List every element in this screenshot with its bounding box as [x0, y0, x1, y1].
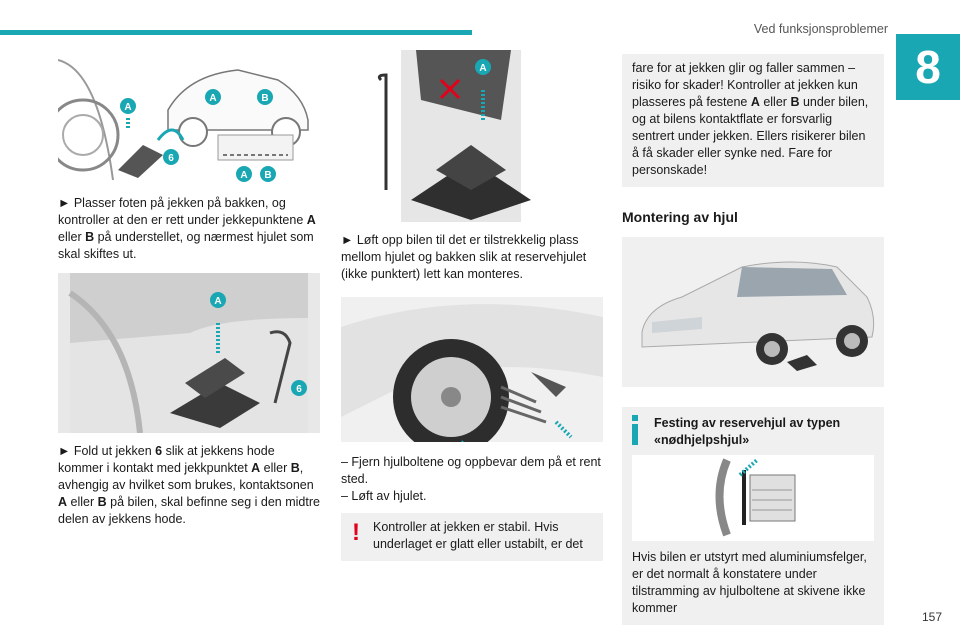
warning-icon: ! [352, 519, 360, 546]
page-number: 157 [921, 610, 942, 624]
svg-text:6: 6 [168, 153, 174, 164]
info-icon [632, 415, 638, 445]
wheel-bolt-illustration [632, 455, 874, 541]
section-title: Ved funksjonsproblemer [753, 22, 888, 36]
car-on-jack-illustration [622, 237, 884, 387]
svg-text:B: B [264, 170, 271, 181]
column-2: A ► Løft opp bilen til det er tilstrekke… [341, 50, 603, 561]
svg-text:A: A [209, 93, 216, 104]
jack-unfold-illustration: A 6 [68, 273, 308, 433]
info-box-spare-wheel: Festing av reservehjul av typen «nødhjel… [622, 407, 884, 625]
figure-car-on-jack [622, 237, 884, 387]
lift-car-illustration: A [377, 50, 531, 222]
instruction-remove-bolts: – Fjern hjulboltene og oppbevar dem på e… [341, 455, 601, 486]
label-six-2: 6 [291, 380, 307, 396]
warning-box-continued: fare for at jekken glir og faller sammen… [622, 54, 884, 187]
svg-text:B: B [261, 93, 268, 104]
svg-text:A: A [124, 102, 131, 113]
instruction-unfold-jack: ► Fold ut jekken 6 slik at jekkens hode … [58, 444, 320, 526]
label-b-2: B [260, 166, 276, 182]
instruction-lift-car: ► Løft opp bilen til det er tilstrekkeli… [341, 233, 587, 281]
instruction-place-jack: ► Plasser foten på jekken på bakken, og … [58, 196, 316, 261]
warning-text: Kontroller at jekken er stabil. Hvis und… [373, 520, 583, 551]
column-3: fare for at jekken glir og faller sammen… [622, 50, 884, 625]
figure-wheel-bolt [632, 455, 874, 541]
label-a-4: A [210, 292, 226, 308]
chapter-number: 8 [896, 34, 960, 100]
label-a-2: A [205, 89, 221, 105]
svg-text:A: A [240, 170, 247, 181]
label-a-3: A [236, 166, 252, 182]
label-a-1: A [120, 98, 136, 114]
jack-placement-illustration: A A B 6 A B [58, 50, 320, 185]
figure-jack-placement: A A B 6 A B [58, 50, 320, 185]
header-accent-bar [0, 30, 472, 35]
figure-lift-car: A [341, 50, 603, 222]
svg-text:A: A [479, 63, 486, 74]
info-text: Hvis bilen er utstyrt med aluminiumsfelg… [632, 550, 867, 615]
remove-bolts-illustration [341, 297, 603, 442]
column-1: A A B 6 A B ► Plasser foten på jekken på… [58, 50, 320, 528]
svg-text:6: 6 [296, 384, 302, 395]
figure-jack-unfold: A 6 [58, 273, 320, 433]
figure-remove-bolts [341, 297, 603, 442]
instruction-lift-wheel: – Løft av hjulet. [341, 489, 427, 503]
label-six-1: 6 [163, 149, 179, 165]
label-b-1: B [257, 89, 273, 105]
info-heading: Festing av reservehjul av typen «nødhjel… [654, 416, 841, 447]
warning-box-jack-stability: ! Kontroller at jekken er stabil. Hvis u… [341, 513, 603, 561]
heading-wheel-mounting: Montering av hjul [622, 209, 738, 225]
svg-text:A: A [214, 296, 221, 307]
label-a-5: A [475, 59, 491, 75]
